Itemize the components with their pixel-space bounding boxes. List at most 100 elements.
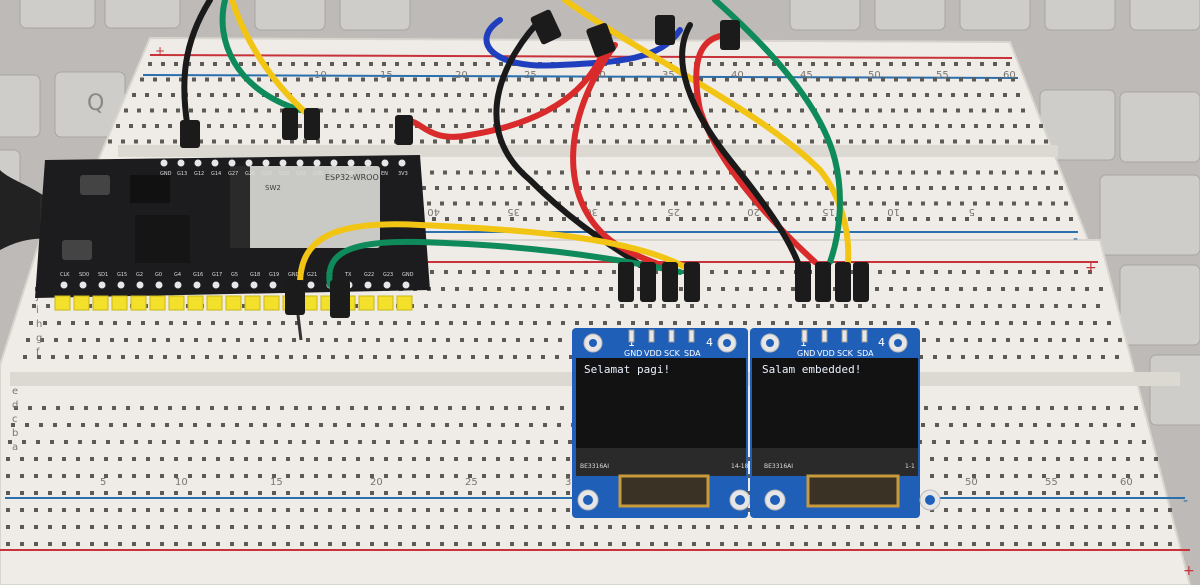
esp32-pin-label: G15 [117, 272, 127, 278]
column-number: 50 [868, 70, 881, 81]
esp32-pin-label: SD1 [98, 272, 108, 278]
column-number: 25 [524, 70, 537, 81]
column-number: 50 [965, 477, 978, 488]
esp32-pin-label: G12 [194, 171, 204, 177]
esp32-pin-label: G13 [177, 171, 187, 177]
column-number: 55 [1045, 477, 1058, 488]
wire-connectors [180, 9, 869, 341]
row-letter: e [12, 386, 18, 397]
row-letter: a [12, 442, 18, 453]
esp32-pin-label: G4 [174, 272, 181, 278]
oled-left-pin-sda: SDA [684, 349, 701, 358]
column-number: 45 [800, 70, 813, 81]
esp32-pin-label: EN [381, 171, 388, 177]
esp32-chip-label: SW2 [265, 184, 281, 192]
oled-display-right: 1 4 GND VDD SCK SDA Salam embedded! BE33… [750, 328, 941, 518]
esp32-pin-label: G23 [383, 272, 393, 278]
esp32-pin-label: G25 [262, 171, 272, 177]
esp32-pin-label: G5 [231, 272, 238, 278]
en-button[interactable] [62, 240, 92, 260]
wire-green-2 [712, 0, 843, 265]
oled-right-pin-sda: SDA [857, 349, 874, 358]
wire-blue [483, 17, 683, 69]
column-number: 20 [747, 206, 760, 217]
oled-right-part-code: BE3316AI [764, 463, 793, 470]
oled-header-pins [628, 329, 868, 343]
esp32-pin-label: 3V3 [398, 171, 408, 177]
esp32-pin-label: GND [160, 171, 172, 177]
esp32-pin-label: G34 [330, 171, 340, 177]
column-number: 40 [731, 70, 744, 81]
esp32-pin-label: G17 [212, 272, 222, 278]
column-number: 10 [314, 70, 327, 81]
wire-yellow [229, 0, 308, 115]
key-q-label: Q [87, 91, 104, 116]
oled-right-pin-sck: SCK [837, 349, 854, 358]
wire-red [397, 27, 613, 140]
row-letter: g [36, 333, 42, 344]
column-number: 20 [455, 70, 468, 81]
esp32-pin-label: G27 [228, 171, 238, 177]
row-letter: h [36, 319, 42, 330]
boot-button[interactable] [80, 175, 110, 195]
column-number: 30 [593, 70, 606, 81]
esp32-pin-label: SD0 [79, 272, 89, 278]
esp32-pin-label: G35 [313, 171, 323, 177]
esp32-pin-label: CLK [60, 272, 70, 278]
column-number: 35 [662, 70, 675, 81]
esp32-pin-label: G0 [155, 272, 162, 278]
oled-left-screen [576, 358, 746, 448]
column-number: 20 [370, 477, 383, 488]
column-number: 15 [270, 477, 283, 488]
esp32-pin-label: VN [347, 171, 354, 177]
wire-black-3 [679, 22, 803, 271]
oled-display-left: 1 4 GND VDD SCK SDA Selamat pagi! BE3316… [572, 328, 751, 518]
esp32-pin-label: G21 [307, 272, 317, 278]
rail-plus-label-lower: + [1183, 563, 1195, 579]
column-number: 30 [585, 206, 598, 217]
column-number: 25 [465, 477, 478, 488]
column-number: 60 [1003, 70, 1016, 81]
row-letter: f [36, 347, 40, 358]
column-number: 40 [427, 206, 440, 217]
wire-green [219, 0, 303, 113]
oled-left-side-code: 14-18 [731, 463, 749, 470]
wire-yellow-2 [562, 0, 852, 265]
esp32-pin-label: G22 [364, 272, 374, 278]
esp32-pin-label: G33 [279, 171, 289, 177]
column-number: 5 [100, 477, 106, 488]
oled-left-pin-sck: SCK [664, 349, 681, 358]
oled-left-screen-text: Selamat pagi! [584, 363, 670, 376]
esp32-module-label: ESP32-WROO [325, 173, 379, 182]
column-number: 10 [175, 477, 188, 488]
oled-right-side-code: 1-1 [905, 463, 915, 470]
esp32-yellow-headers [54, 295, 413, 311]
wire-red-2 [570, 42, 663, 268]
column-number: 35 [507, 206, 520, 217]
esp32-pin-label: GND [402, 272, 414, 278]
esp32-pin-label: G32 [296, 171, 306, 177]
esp32-pin-label: G14 [211, 171, 221, 177]
rail-plus-label-upper: + [155, 44, 165, 58]
wire-green-3 [326, 238, 683, 288]
oled-right-screen [752, 358, 918, 448]
oled-right-pin-gnd: GND [797, 349, 815, 358]
oled-left-pin-number-4: 4 [706, 336, 713, 349]
esp32-pin-label: TX [344, 272, 352, 278]
oled-left-pin-vdd: VDD [644, 349, 662, 358]
rail-plus-label: + [1085, 260, 1097, 276]
esp32-pin-label: G26 [245, 171, 255, 177]
column-number: 30 [565, 477, 578, 488]
column-number: 60 [1120, 477, 1133, 488]
column-number: 15 [822, 206, 835, 217]
column-number: 10 [887, 206, 900, 217]
rail-minus-label-lower: - [1183, 493, 1188, 509]
oled-left-part-code: BE3316AI [580, 463, 609, 470]
row-letter: c [12, 414, 18, 425]
